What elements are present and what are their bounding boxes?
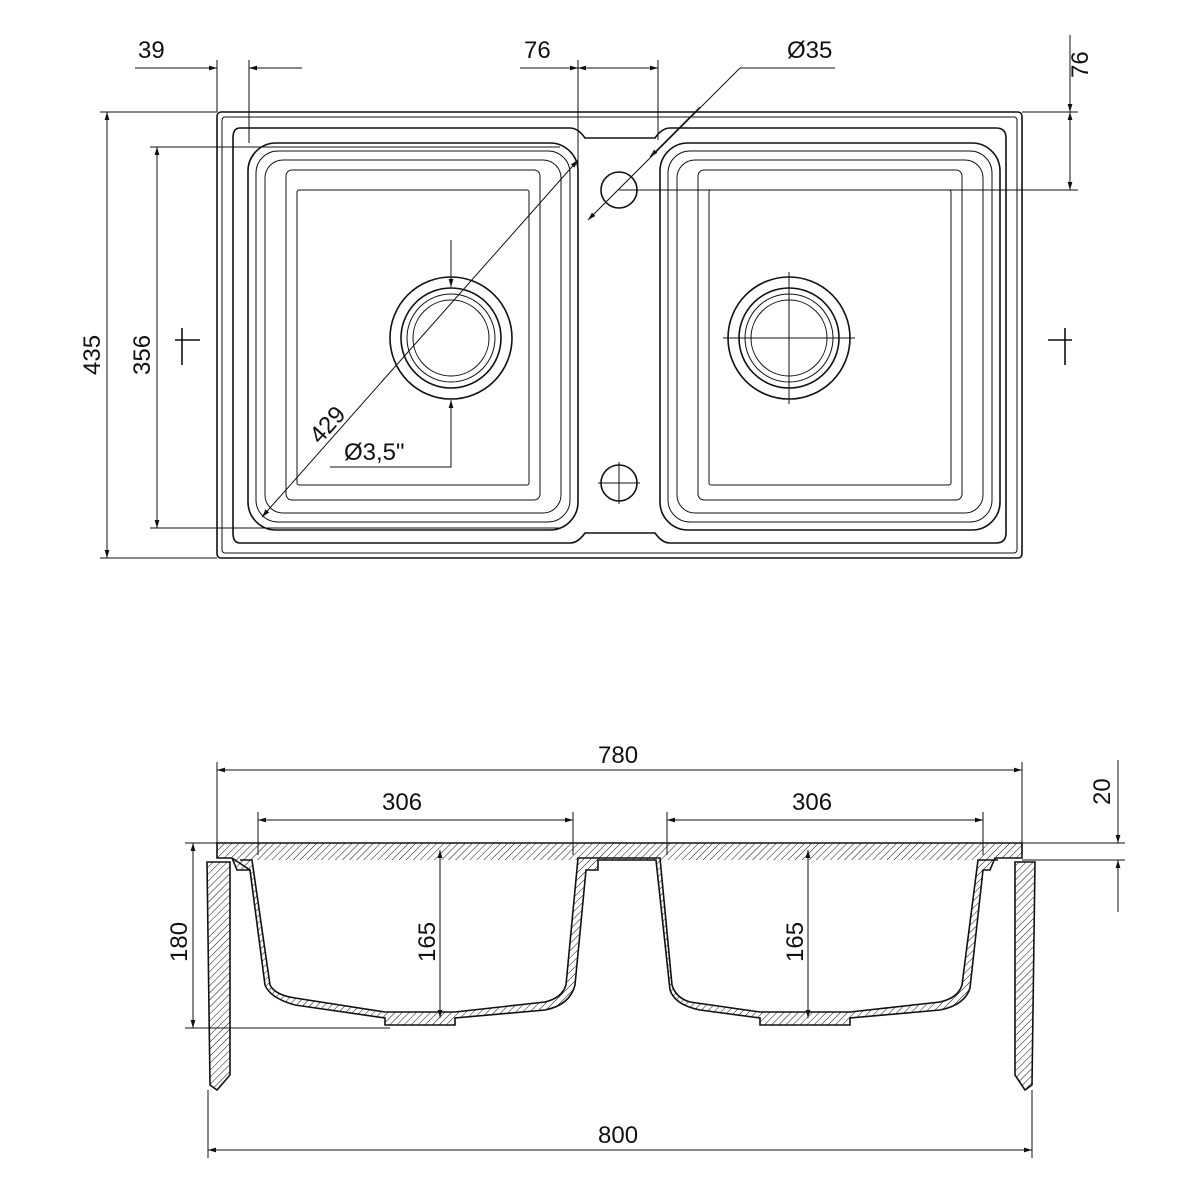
dimension-306-right: 306 (666, 789, 984, 855)
dim-label: 20 (1089, 778, 1116, 805)
dim-label: 306 (382, 789, 422, 816)
sink-outline-inner (221, 116, 1018, 554)
dim-label: 76 (1067, 51, 1094, 78)
dim-label: 165 (414, 922, 441, 962)
dimension-429: 429 (261, 159, 579, 518)
dim-label: 165 (782, 922, 809, 962)
dimension-20: 20 (1022, 760, 1125, 912)
dimension-780: 780 (216, 742, 1023, 843)
right-drain (723, 272, 855, 404)
dim-label: 76 (524, 37, 551, 64)
dimension-180: 180 (166, 842, 390, 1029)
left-drain (389, 276, 513, 400)
dim-label: 800 (598, 1122, 638, 1149)
dim-label: 356 (129, 335, 156, 375)
dim-label: 780 (598, 742, 638, 769)
dimension-drain: Ø3,5" (330, 240, 454, 468)
dim-label: 39 (138, 37, 165, 64)
dimension-356: 356 (129, 146, 560, 529)
dimension-165-left: 165 (414, 850, 443, 1018)
section-view: 780 306 306 20 180 165 165 800 (166, 742, 1125, 1158)
section-mark-right (1048, 328, 1072, 365)
dimension-435: 435 (79, 111, 217, 559)
right-bowl (659, 142, 1001, 531)
dim-label: Ø3,5" (344, 439, 405, 466)
dimension-76-offset: 76 (619, 35, 1094, 191)
dim-label: 306 (792, 789, 832, 816)
right-side-panel (1014, 861, 1036, 1092)
dimension-39: 39 (135, 37, 302, 143)
left-side-panel (206, 861, 231, 1092)
sink-outline (216, 111, 1023, 559)
section-mark-left (175, 328, 200, 365)
dim-label: 180 (166, 922, 193, 962)
sink-cross-section (216, 842, 1023, 1026)
top-view: 39 76 Ø35 76 435 356 429 Ø3,5" (79, 35, 1094, 559)
dimension-76-gap: 76 (520, 37, 659, 235)
dimension-306-left: 306 (257, 789, 574, 855)
dim-label: Ø35 (787, 37, 832, 64)
dimension-800: 800 (207, 1090, 1033, 1158)
dimension-tap-hole: Ø35 (587, 37, 835, 221)
dim-label: 435 (79, 335, 106, 375)
dimension-165-right: 165 (782, 850, 811, 1018)
